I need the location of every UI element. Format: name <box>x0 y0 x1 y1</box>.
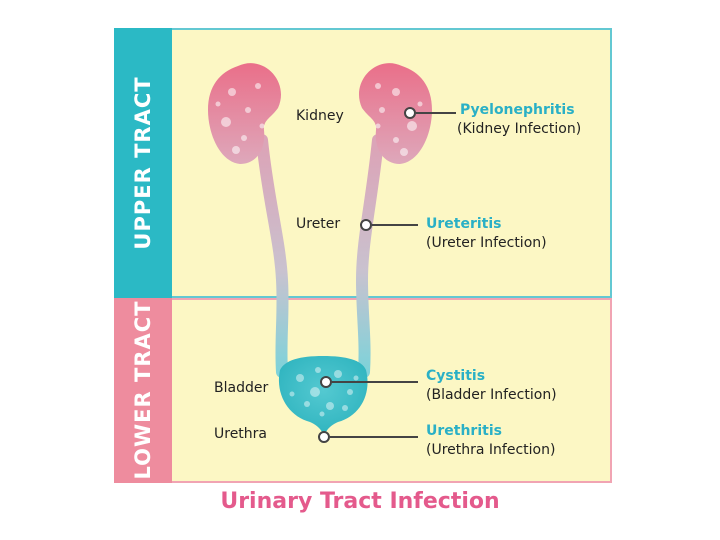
cystitis-desc: (Bladder Infection) <box>426 387 557 404</box>
ureteritis-term: Ureteritis <box>426 216 501 233</box>
urethritis-desc: (Urethra Infection) <box>426 442 555 459</box>
pyelonephritis-term: Pyelonephritis <box>460 102 575 119</box>
bladder-marker <box>321 377 331 387</box>
diagram-caption: Urinary Tract Infection <box>0 489 720 514</box>
urethra-marker <box>319 432 329 442</box>
right-ureter <box>362 140 378 372</box>
left-kidney <box>208 63 281 164</box>
ureter-label: Ureter <box>296 216 340 233</box>
ureteritis-desc: (Ureter Infection) <box>426 235 547 252</box>
left-ureter <box>262 140 283 372</box>
pyelonephritis-desc: (Kidney Infection) <box>457 121 581 138</box>
kidney-label: Kidney <box>296 108 344 125</box>
urethra-label: Urethra <box>214 426 267 443</box>
cystitis-term: Cystitis <box>426 368 485 385</box>
bladder-label: Bladder <box>214 380 268 397</box>
urethritis-term: Urethritis <box>426 423 502 440</box>
kidney-marker <box>405 108 415 118</box>
ureter-marker <box>361 220 371 230</box>
